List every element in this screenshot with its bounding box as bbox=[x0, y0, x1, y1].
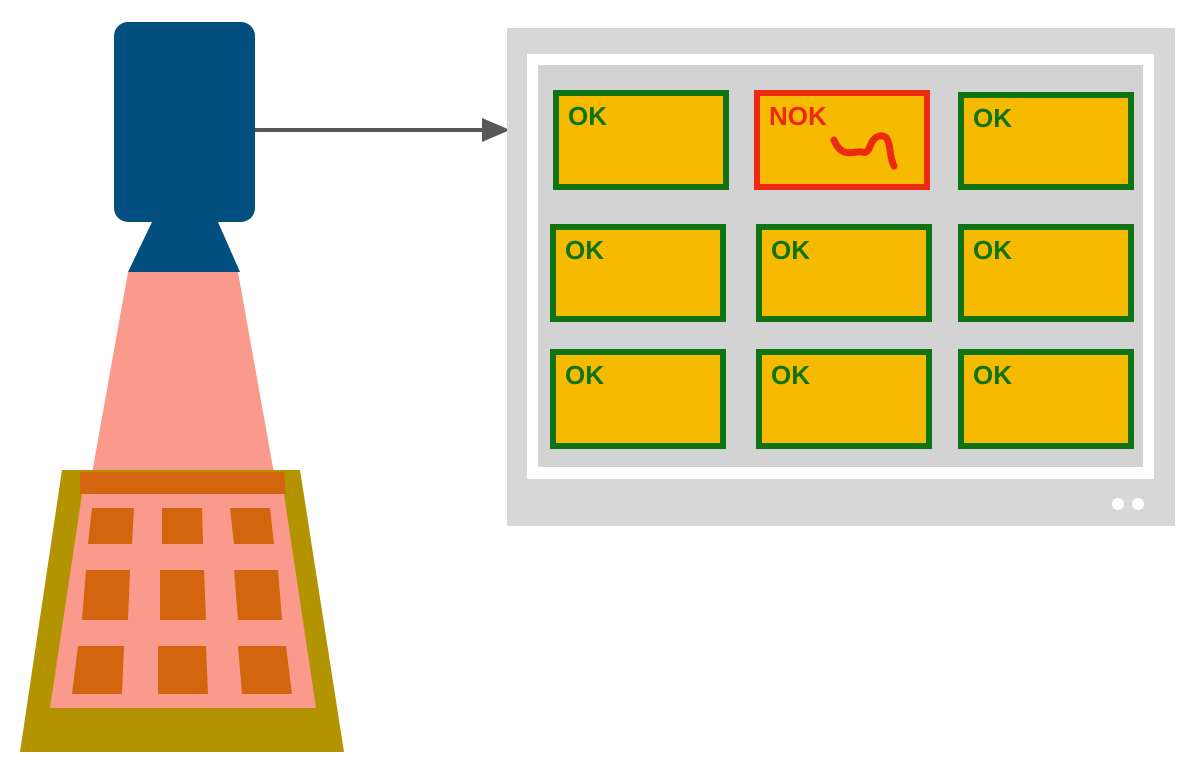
ok-label: OK bbox=[565, 235, 604, 265]
monitor-indicator-dot bbox=[1132, 498, 1144, 510]
ok-label: OK bbox=[771, 235, 810, 265]
result-cell-box bbox=[550, 349, 726, 449]
result-cell-box bbox=[553, 90, 729, 190]
result-cell: OK bbox=[958, 349, 1134, 449]
tray-cell bbox=[72, 646, 124, 694]
monitor: OK NOK OK OK OK OK OK OK OK bbox=[507, 28, 1175, 526]
nok-label: NOK bbox=[769, 101, 827, 131]
camera-lens bbox=[128, 222, 240, 272]
tray-cell bbox=[158, 646, 208, 694]
result-cell: OK bbox=[958, 92, 1134, 190]
ok-label: OK bbox=[973, 103, 1012, 133]
right-arrow-icon bbox=[255, 118, 510, 142]
tray-cell bbox=[82, 570, 130, 620]
camera-icon bbox=[114, 22, 255, 272]
monitor-indicator-dot bbox=[1112, 498, 1124, 510]
result-cell: NOK bbox=[754, 90, 930, 190]
result-cell-box bbox=[756, 224, 932, 322]
camera-body bbox=[114, 22, 255, 222]
result-cell-box bbox=[550, 224, 726, 322]
monitor-result-grid: OK NOK OK OK OK OK OK OK OK bbox=[550, 90, 1134, 449]
tray-cells bbox=[72, 508, 292, 694]
result-cell-box bbox=[754, 90, 930, 190]
result-cell: OK bbox=[550, 349, 726, 449]
result-cell: OK bbox=[550, 224, 726, 322]
result-cell: OK bbox=[756, 224, 932, 322]
ok-label: OK bbox=[973, 360, 1012, 390]
ok-label: OK bbox=[771, 360, 810, 390]
defect-squiggle-icon bbox=[830, 132, 898, 170]
tray-cell bbox=[234, 570, 282, 620]
tray-cell bbox=[162, 508, 203, 544]
ok-label: OK bbox=[568, 101, 607, 131]
result-cell-box bbox=[958, 349, 1134, 449]
tray-cell bbox=[88, 508, 134, 544]
result-cell: OK bbox=[756, 349, 932, 449]
result-cell: OK bbox=[553, 90, 729, 190]
arrow-head bbox=[482, 118, 510, 142]
ok-label: OK bbox=[565, 360, 604, 390]
result-cell: OK bbox=[958, 224, 1134, 322]
tray-cell bbox=[238, 646, 292, 694]
result-cell-box bbox=[958, 224, 1134, 322]
tray-cell bbox=[160, 570, 206, 620]
result-cell-box bbox=[958, 92, 1134, 190]
tray-top-strip bbox=[80, 472, 286, 494]
tray-cell bbox=[230, 508, 274, 544]
tray bbox=[20, 470, 344, 752]
ok-label: OK bbox=[973, 235, 1012, 265]
result-cell-box bbox=[756, 349, 932, 449]
